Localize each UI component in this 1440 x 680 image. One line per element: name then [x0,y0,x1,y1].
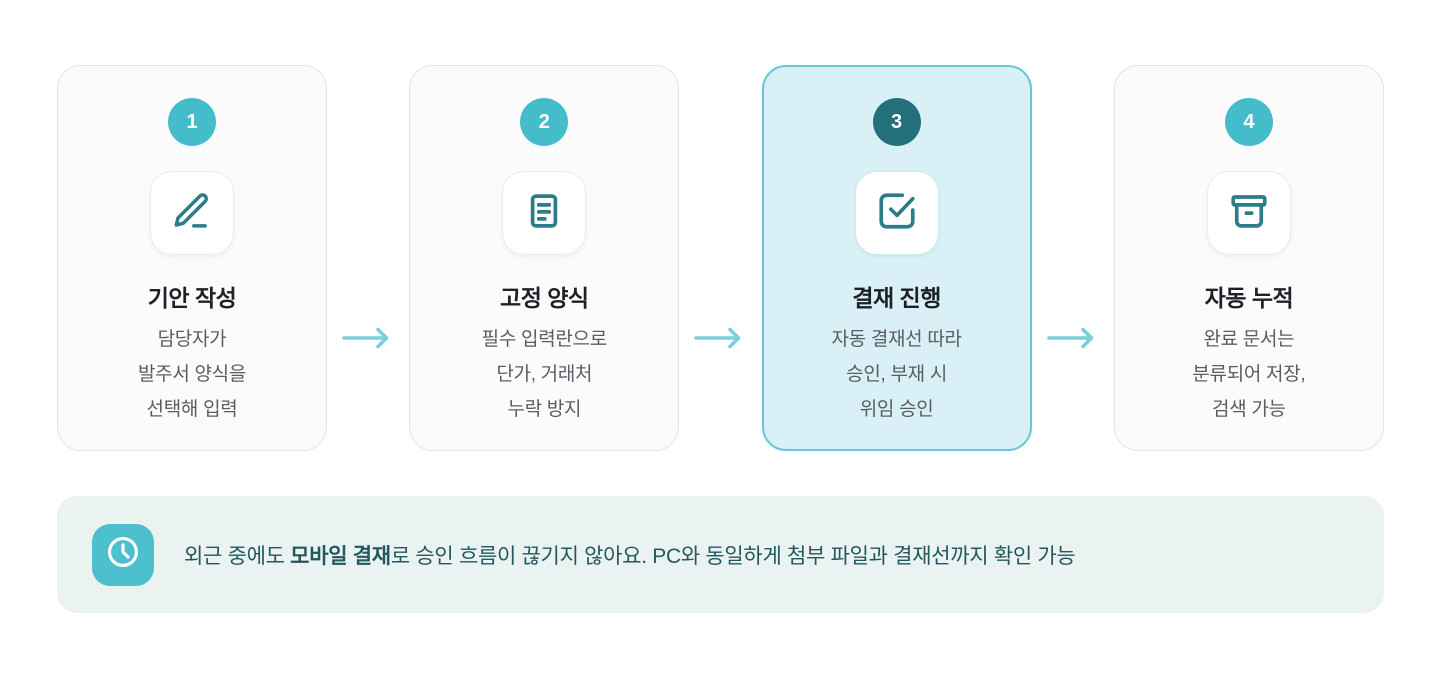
step-number-badge: 2 [520,98,569,146]
flow-arrow [1032,65,1114,356]
step-card-1: 1 기안 작성 담당자가 발주서 양식을 선택해 입력 [57,65,327,451]
step-card-3-active: 3 결재 진행 자동 결재선 따라 승인, 부재 시 위임 승인 [761,65,1032,451]
step-icon-box [1206,171,1291,255]
arrow-right-icon [692,325,748,356]
clock-icon [104,533,142,576]
step-description: 담당자가 발주서 양식을 선택해 입력 [137,329,247,420]
step-card-4: 4 자동 누적 완료 문서는 분류되어 저장, 검색 가능 [1113,65,1384,451]
step-number-badge: 4 [1224,98,1273,146]
step-icon-box [502,171,587,255]
document-icon [523,190,565,237]
clock-icon-box [92,523,154,586]
pen-line-icon [171,190,213,237]
flow-arrow [679,65,761,356]
step-description: 완료 문서는 분류되어 저장, 검색 가능 [1192,329,1306,420]
step-icon-box [854,171,939,255]
step-title: 자동 누적 [1204,285,1294,311]
step-card-2: 2 고정 양식 필수 입력란으로 단가, 거래처 누락 방지 [409,65,680,451]
step-title: 결재 진행 [852,285,941,311]
step-title: 고정 양식 [500,285,589,311]
banner-text: 외근 중에도 모바일 결재로 승인 흐름이 끊기지 않아요. PC와 동일하게 … [184,544,1076,568]
step-number-badge: 1 [168,98,216,146]
banner-bold-text: 모바일 결재 [290,544,391,568]
flow-arrow [327,65,409,356]
arrow-right-icon [1045,325,1101,356]
process-flow: 1 기안 작성 담당자가 발주서 양식을 선택해 입력 2 [57,65,1384,451]
step-description: 자동 결재선 따라 승인, 부재 시 위임 승인 [831,329,962,420]
arrow-right-icon [340,325,396,356]
step-number-badge: 3 [872,98,921,146]
step-title: 기안 작성 [147,285,237,311]
step-icon-box [150,171,234,255]
step-description: 필수 입력란으로 단가, 거래처 누락 방지 [481,329,608,420]
archive-box-icon [1228,190,1270,237]
mobile-approval-banner: 외근 중에도 모바일 결재로 승인 흐름이 끊기지 않아요. PC와 동일하게 … [57,496,1384,613]
check-square-icon [876,190,918,237]
